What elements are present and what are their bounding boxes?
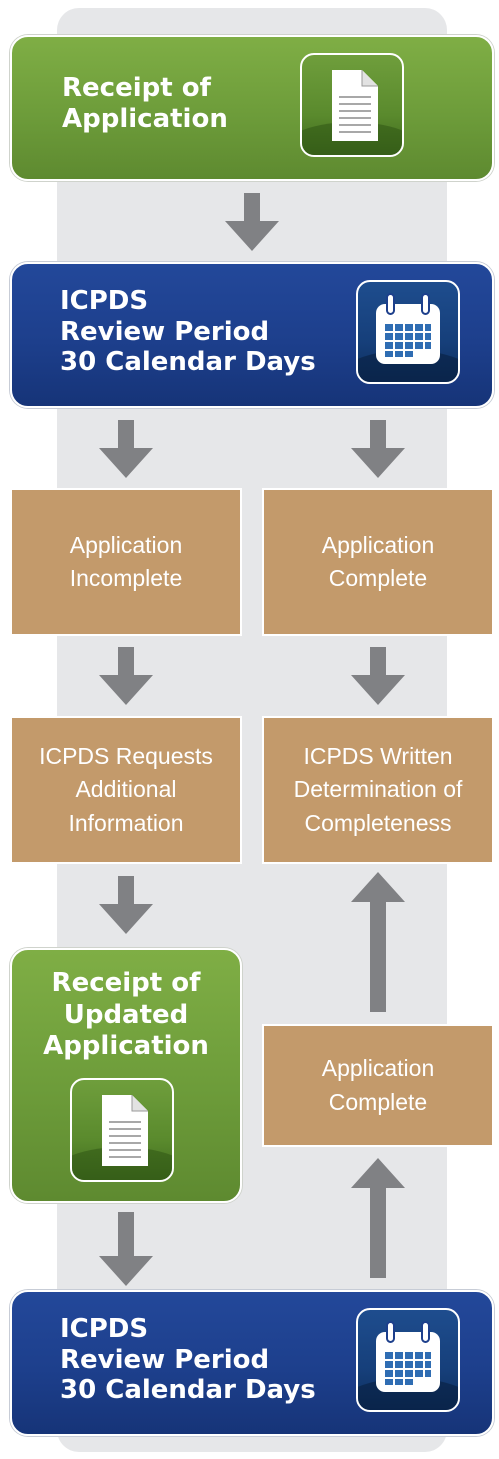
arrow-down-icon — [99, 647, 153, 705]
review-period-2-line-1: ICPDS — [60, 1314, 149, 1344]
receipt-of-application-box: Receipt of Application — [10, 35, 494, 181]
application-complete-label-1: Application Complete — [321, 531, 435, 591]
document-icon — [70, 1078, 174, 1182]
arrow-up-icon — [351, 872, 405, 1012]
calendar-icon — [356, 1308, 460, 1412]
application-incomplete-box: Application Incomplete — [10, 488, 242, 636]
application-incomplete-label: Application Incomplete — [69, 531, 183, 591]
receipt-of-updated-line-2: Updated — [63, 999, 189, 1030]
requests-additional-info-label: ICPDS Requests Additional Information — [39, 742, 213, 836]
review-period-2-line-3: 30 Calendar Days — [60, 1375, 316, 1406]
arrow-down-icon — [99, 420, 153, 478]
review-period-1-line-2: Review Period — [60, 316, 270, 347]
receipt-of-application-line-2: Application — [62, 103, 228, 134]
application-complete-label-2: Application Complete — [321, 1055, 435, 1115]
arrow-down-icon — [351, 420, 405, 478]
review-period-label-2: ICPDS Review Period 30 Calendar Days — [60, 1314, 316, 1406]
written-determination-box: ICPDS Written Determination of Completen… — [262, 716, 494, 864]
receipt-of-updated-line-3: Application — [43, 1031, 209, 1062]
arrow-up-icon — [351, 1158, 405, 1278]
review-period-box-2: ICPDS Review Period 30 Calendar Days — [10, 1290, 494, 1436]
arrow-down-icon — [225, 193, 279, 251]
receipt-of-updated-application-label: Receipt of Updated Application — [12, 968, 240, 1063]
arrow-down-icon — [99, 876, 153, 934]
review-period-box-1: ICPDS Review Period 30 Calendar Days — [10, 262, 494, 408]
receipt-of-application-label: Receipt of Application — [62, 73, 228, 134]
receipt-of-updated-application-box: Receipt of Updated Application — [10, 948, 242, 1203]
requests-additional-info-box: ICPDS Requests Additional Information — [10, 716, 242, 864]
receipt-of-updated-line-1: Receipt of — [51, 968, 201, 998]
document-icon — [300, 53, 404, 157]
application-complete-box-2: Application Complete — [262, 1024, 494, 1147]
arrow-down-icon — [351, 647, 405, 705]
calendar-icon — [356, 280, 460, 384]
review-period-label-1: ICPDS Review Period 30 Calendar Days — [60, 286, 316, 378]
review-period-1-line-3: 30 Calendar Days — [60, 347, 316, 378]
review-period-2-line-2: Review Period — [60, 1344, 270, 1375]
review-period-1-line-1: ICPDS — [60, 286, 149, 316]
receipt-of-application-line-1: Receipt of — [62, 73, 211, 103]
arrow-down-icon — [99, 1212, 153, 1286]
written-determination-label: ICPDS Written Determination of Completen… — [293, 742, 463, 836]
application-complete-box-1: Application Complete — [262, 488, 494, 636]
